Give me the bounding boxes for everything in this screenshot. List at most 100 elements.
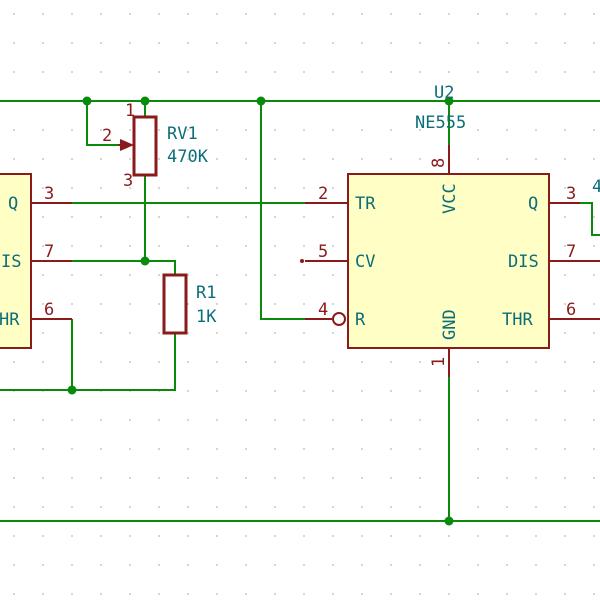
grid-dot bbox=[361, 593, 363, 595]
grid-dot bbox=[71, 129, 73, 131]
grid-dot bbox=[71, 477, 73, 479]
grid-dot bbox=[564, 506, 566, 508]
grid-dot bbox=[274, 187, 276, 189]
wire-rv1-bottom-r1 bbox=[144, 175, 176, 275]
grid-dot bbox=[535, 419, 537, 421]
u2-body bbox=[347, 173, 550, 349]
grid-dot bbox=[216, 303, 218, 305]
grid-dot bbox=[419, 564, 421, 566]
grid-dot bbox=[158, 332, 160, 334]
grid-dot bbox=[13, 42, 15, 44]
grid-dot bbox=[303, 274, 305, 276]
grid-dot bbox=[593, 129, 595, 131]
grid-dot bbox=[13, 448, 15, 450]
r1-ref: R1 bbox=[196, 283, 216, 303]
grid-dot bbox=[390, 361, 392, 363]
grid-dot bbox=[187, 13, 189, 15]
grid-dot bbox=[332, 535, 334, 537]
grid-dot bbox=[477, 361, 479, 363]
grid-dot bbox=[274, 361, 276, 363]
grid-dot bbox=[274, 448, 276, 450]
grid-dot bbox=[42, 535, 44, 537]
grid-dot bbox=[13, 506, 15, 508]
grid-dot bbox=[216, 332, 218, 334]
grid-dot bbox=[419, 71, 421, 73]
grid-dot bbox=[332, 448, 334, 450]
grid-dot bbox=[332, 216, 334, 218]
grid-dot bbox=[332, 245, 334, 247]
grid-dot bbox=[158, 187, 160, 189]
grid-dot bbox=[42, 448, 44, 450]
grid-dot bbox=[593, 274, 595, 276]
grid-dot bbox=[100, 245, 102, 247]
grid-dot bbox=[303, 129, 305, 131]
grid-dot bbox=[245, 448, 247, 450]
grid-dot bbox=[303, 535, 305, 537]
grid-dot bbox=[274, 477, 276, 479]
grid-dot bbox=[129, 477, 131, 479]
grid-dot bbox=[71, 13, 73, 15]
junction-dot bbox=[256, 96, 266, 106]
grid-dot bbox=[129, 187, 131, 189]
grid-dot bbox=[245, 361, 247, 363]
grid-dot bbox=[216, 477, 218, 479]
grid-dot bbox=[100, 448, 102, 450]
grid-dot bbox=[477, 42, 479, 44]
grid-dot bbox=[129, 245, 131, 247]
grid-dot bbox=[216, 71, 218, 73]
grid-dot bbox=[13, 477, 15, 479]
grid-dot bbox=[129, 13, 131, 15]
grid-dot bbox=[564, 361, 566, 363]
grid-dot bbox=[42, 216, 44, 218]
grid-dot bbox=[274, 245, 276, 247]
grid-dot bbox=[42, 245, 44, 247]
grid-dot bbox=[506, 535, 508, 537]
grid-dot bbox=[303, 448, 305, 450]
wire-rv1-wiper bbox=[86, 101, 118, 146]
grid-dot bbox=[564, 274, 566, 276]
grid-dot bbox=[129, 71, 131, 73]
grid-dot bbox=[593, 506, 595, 508]
u2-pin-thr-num: 6 bbox=[566, 300, 576, 320]
grid-dot bbox=[477, 506, 479, 508]
grid-dot bbox=[506, 129, 508, 131]
grid-dot bbox=[274, 506, 276, 508]
grid-dot bbox=[187, 506, 189, 508]
grid-dot bbox=[506, 71, 508, 73]
grid-dot bbox=[477, 390, 479, 392]
grid-dot bbox=[42, 129, 44, 131]
grid-dot bbox=[361, 448, 363, 450]
grid-dot bbox=[361, 13, 363, 15]
grid-dot bbox=[129, 419, 131, 421]
grid-dot bbox=[274, 303, 276, 305]
grid-dot bbox=[564, 158, 566, 160]
grid-dot bbox=[158, 158, 160, 160]
grid-dot bbox=[303, 506, 305, 508]
grid-dot bbox=[245, 129, 247, 131]
grid-dot bbox=[593, 390, 595, 392]
grid-dot bbox=[216, 158, 218, 160]
u2-label-vcc: VCC bbox=[440, 183, 460, 214]
grid-dot bbox=[100, 593, 102, 595]
grid-dot bbox=[535, 158, 537, 160]
grid-dot bbox=[303, 332, 305, 334]
grid-dot bbox=[419, 535, 421, 537]
grid-dot bbox=[506, 42, 508, 44]
grid-dot bbox=[71, 245, 73, 247]
grid-dot bbox=[158, 245, 160, 247]
wire-reset bbox=[260, 101, 305, 320]
grid-dot bbox=[216, 593, 218, 595]
grid-dot bbox=[71, 71, 73, 73]
grid-dot bbox=[419, 593, 421, 595]
grid-dot bbox=[42, 419, 44, 421]
grid-dot bbox=[187, 564, 189, 566]
grid-dot bbox=[593, 564, 595, 566]
grid-dot bbox=[535, 390, 537, 392]
grid-dot bbox=[71, 535, 73, 537]
grid-dot bbox=[361, 158, 363, 160]
grid-dot bbox=[187, 448, 189, 450]
grid-dot bbox=[477, 71, 479, 73]
grid-dot bbox=[245, 332, 247, 334]
grid-dot bbox=[506, 390, 508, 392]
grid-dot bbox=[506, 477, 508, 479]
